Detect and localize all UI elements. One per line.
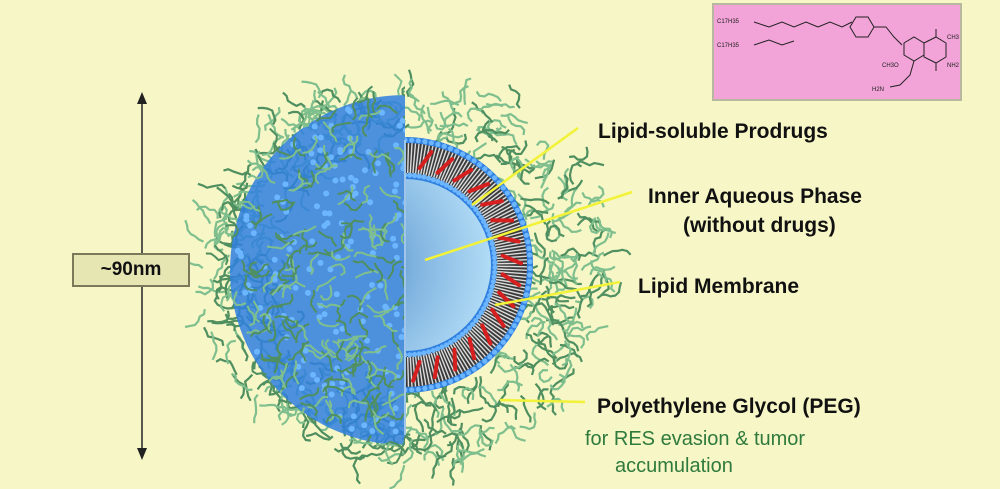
label-accumulation: accumulation — [615, 455, 733, 477]
pointer-prodrugs — [471, 126, 579, 207]
label-lipid-soluble-prodrugs: Lipid-soluble Prodrugs — [598, 120, 828, 143]
substituent-3: CH3 — [947, 35, 960, 41]
membrane-cutaway — [405, 137, 533, 393]
substituent-6: CH3O — [882, 63, 899, 69]
size-label-box: ~90nm — [72, 253, 190, 287]
peg-chains-overlay — [205, 73, 405, 466]
size-label: ~90nm — [100, 259, 162, 280]
label-peg: Polyethylene Glycol (PEG) — [597, 395, 861, 418]
label-lipid-membrane: Lipid Membrane — [638, 275, 800, 298]
label-res-evasion: for RES evasion & tumor — [585, 428, 806, 450]
pointer-peg — [499, 398, 586, 404]
label-inner-aqueous-phase: Inner Aqueous Phase — [648, 185, 862, 208]
inner-aqueous-phase — [405, 179, 491, 351]
chemical-structure-panel: C17H35 C17H35 CH3 NH2 H2N CH3O — [712, 3, 962, 101]
substituent-2: C17H35 — [717, 43, 740, 49]
label-without-drugs: (without drugs) — [683, 214, 836, 237]
substituent-4: NH2 — [947, 63, 960, 69]
pointer-lines — [424, 126, 633, 404]
pointer-membrane — [494, 280, 621, 307]
prodrug-marks — [411, 150, 523, 383]
lipid-head-dots — [234, 106, 405, 435]
substituent-1: C17H35 — [717, 19, 740, 25]
chemical-structure-drawing: C17H35 C17H35 CH3 NH2 H2N CH3O — [717, 16, 960, 93]
pointer-aqueous — [424, 190, 633, 262]
substituent-5: H2N — [872, 87, 884, 93]
